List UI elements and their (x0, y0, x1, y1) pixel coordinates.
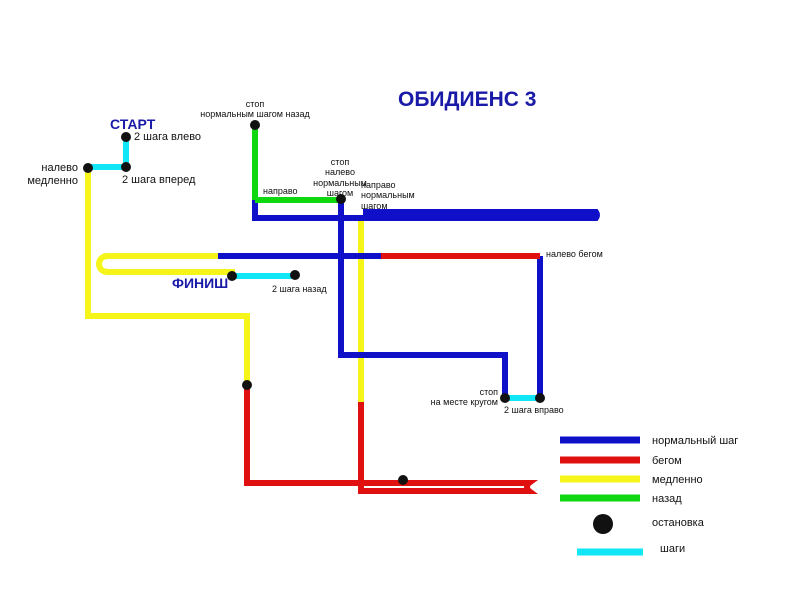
route-steps-start (88, 138, 129, 170)
legend-label-back: назад (652, 493, 682, 505)
right-normal-line-1: направо (361, 180, 396, 190)
right-turn-label: направо (263, 186, 298, 196)
stop-left-line-3: нормальным (313, 177, 367, 188)
two-steps-back-label: 2 шага назад (272, 284, 327, 294)
left-slow-line-1: налево (41, 162, 78, 174)
start-label: СТАРТ (110, 116, 156, 132)
route-run-lower (244, 385, 403, 486)
stop-left-label: стоп налево нормальным шагом (300, 157, 380, 198)
left-slow-line-2: медленно (27, 174, 78, 187)
stop-dot-start (121, 132, 131, 142)
right-normal-line-3: шагом (361, 200, 388, 211)
stop-dot-circle (500, 393, 510, 403)
stop-circle-line-2: на месте кругом (430, 397, 498, 408)
stop-dot-back-start (250, 120, 260, 130)
route-normal-top (252, 200, 361, 221)
stop-back-line-2: нормальным шагом назад (200, 109, 310, 120)
stop-left-line-1: стоп (330, 157, 350, 167)
two-steps-left-label: 2 шага влево (134, 131, 202, 143)
legend-label-slow: медленно (652, 474, 703, 486)
legend-label-normal: нормальный шаг (652, 435, 739, 447)
legend-label-stop: остановка (652, 517, 704, 529)
route-slow-finish-loop (96, 253, 235, 276)
right-normal-line-2: нормальным (361, 190, 415, 201)
stop-circle-label: стоп на месте кругом (420, 387, 498, 408)
legend-swatch-stop (593, 514, 613, 534)
stop-dot-left-slow (83, 163, 93, 173)
stop-back-label: стоп нормальным шагом назад (200, 99, 310, 120)
left-slow-label: налево медленно (20, 162, 78, 187)
left-run-label: налево бегом (546, 249, 603, 259)
finish-label: ФИНИШ (172, 275, 229, 291)
diagram-title: ОБИДИЕНС 3 (398, 88, 537, 111)
stop-circle-line-1: стоп (479, 387, 498, 397)
stop-dot-finish (227, 271, 237, 281)
route-normal-top-2 (361, 209, 600, 221)
stop-dot-turn-left (336, 194, 346, 204)
legend-label-run: бегом (652, 455, 682, 467)
legend-label-steps: шаги (660, 543, 686, 555)
stop-left-line-2: налево (325, 167, 355, 178)
two-steps-right-label: 2 шага вправо (504, 405, 564, 415)
stop-left-line-4: шагом (326, 188, 354, 199)
route-run-loop (358, 402, 538, 494)
stop-dot-run-loop (398, 475, 408, 485)
two-steps-forward-label: 2 шага вперед (122, 174, 196, 186)
stop-back-line-1: стоп (245, 99, 265, 109)
stop-dot-slow-to-run (242, 380, 252, 390)
right-normal-label: направо нормальным шагом (361, 180, 415, 211)
route-normal-down (338, 200, 508, 398)
stop-dot-back-end (290, 270, 300, 280)
stop-dot-forward (121, 162, 131, 172)
route-slow-left (85, 168, 250, 385)
stop-dot-right-steps (535, 393, 545, 403)
